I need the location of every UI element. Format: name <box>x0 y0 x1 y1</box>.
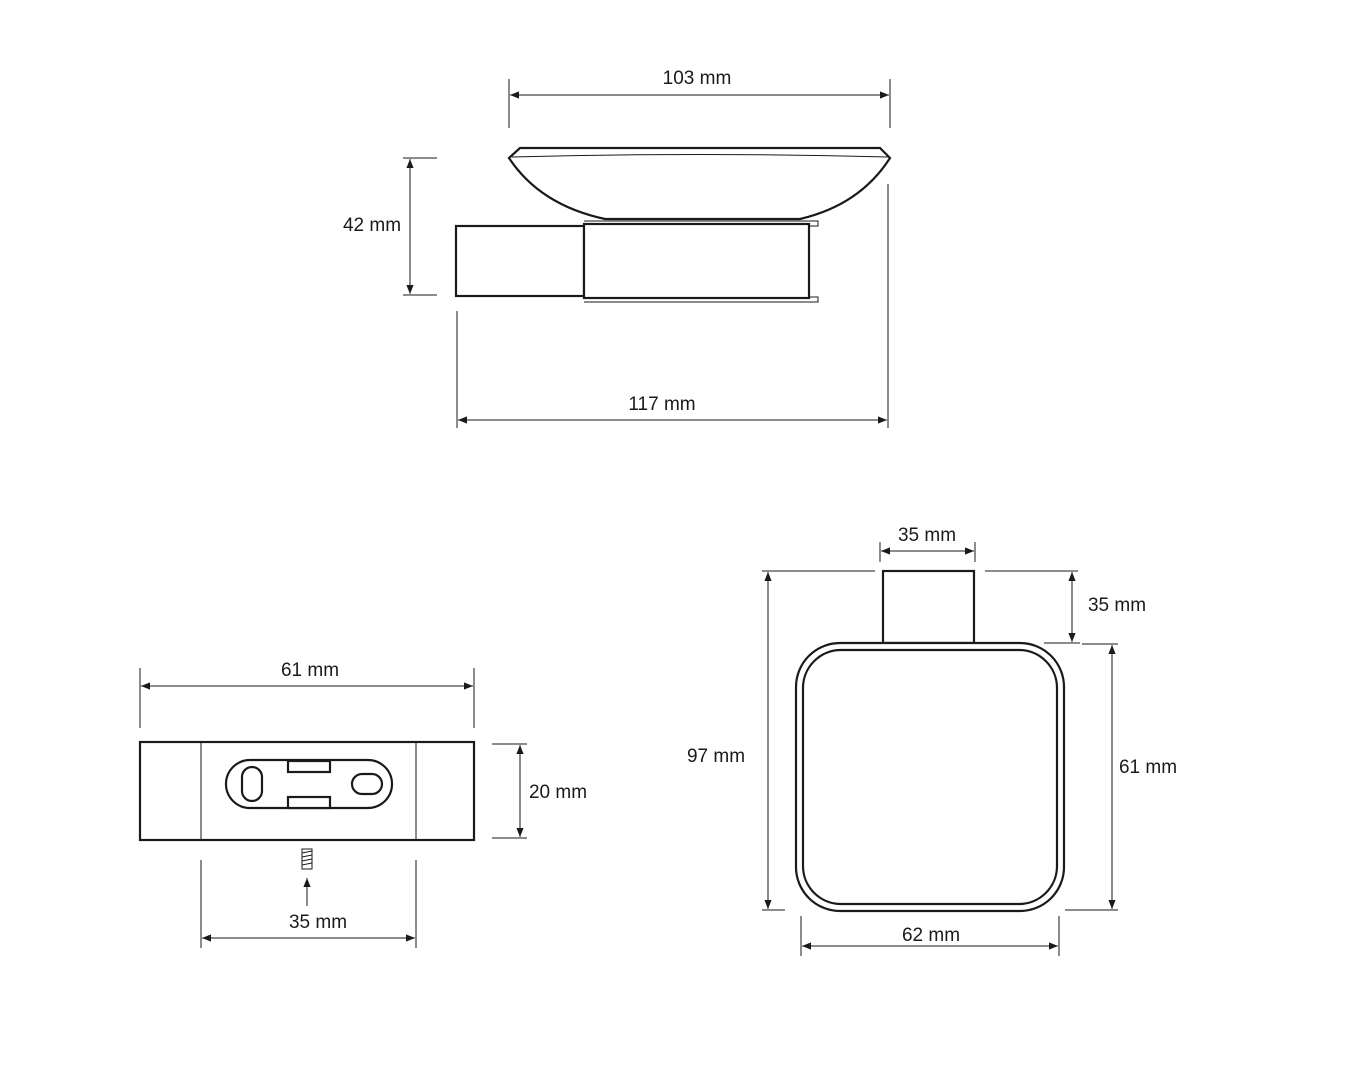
top-view: 35 mm 35 mm 97 mm 61 mm 62 mm <box>687 525 1177 956</box>
soap-dish-bowl <box>507 146 892 221</box>
dim-label-dish-depth: 117 mm <box>628 394 695 415</box>
dim-label-dish-top-width: 62 mm <box>902 925 960 946</box>
wall-plate-view: 61 mm 20 mm 35 mm <box>138 660 587 948</box>
top-arm <box>881 569 976 645</box>
dim-label-plate-width: 61 mm <box>281 660 339 681</box>
bowl-rim-line <box>511 154 889 158</box>
mounting-hole-left <box>240 765 264 803</box>
dim-label-total-depth: 97 mm <box>687 746 745 767</box>
holder-bottom-lip <box>584 296 819 303</box>
dim-label-dish-width: 103 mm <box>663 68 732 89</box>
dim-label-dish-height: 42 mm <box>343 215 401 236</box>
side-view: 103 mm 42 mm 117 mm <box>343 68 892 428</box>
dim-label-hole-spacing: 35 mm <box>289 912 347 933</box>
dim-label-arm-width: 35 mm <box>898 525 956 546</box>
dim-label-plate-height: 20 mm <box>529 782 587 803</box>
dim-label-arm-length: 35 mm <box>1088 595 1146 616</box>
holder-band <box>582 222 811 300</box>
dim-label-dish-top-depth: 61 mm <box>1119 757 1177 778</box>
clip-tab-bottom <box>286 795 332 810</box>
dish-inner-outline <box>801 648 1059 906</box>
set-screw-icon <box>301 848 313 870</box>
holder-top-lip <box>584 220 819 227</box>
wall-mount-block <box>454 224 586 298</box>
mounting-hole-right <box>350 772 384 796</box>
clip-tab-top <box>286 759 332 774</box>
